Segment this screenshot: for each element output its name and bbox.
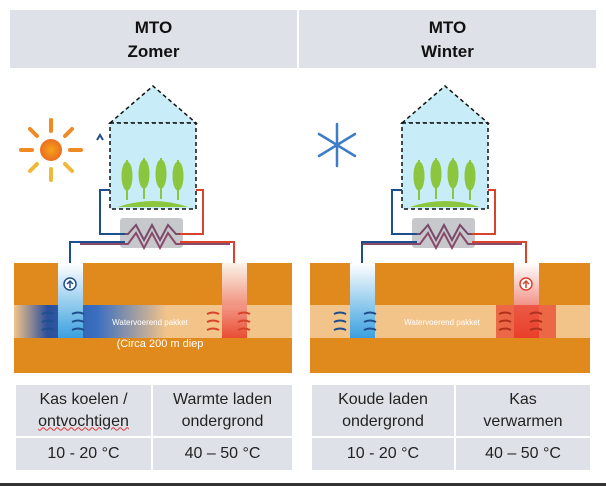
- header-winter: MTO Winter: [299, 10, 596, 68]
- cell-text: Warmte laden: [173, 390, 272, 408]
- winter-diagram: Watervoerend pakket: [310, 85, 590, 373]
- summer-title: MTO: [134, 18, 173, 37]
- summer-col2-desc: Warmte laden ondergrond: [153, 385, 292, 436]
- winter-col2-desc: Kas verwarmen: [456, 385, 590, 436]
- sun-icon: [19, 118, 83, 182]
- summer-col1-temp: 10 - 20 °C: [16, 438, 151, 470]
- winter-col1-desc: Koude laden ondergrond: [312, 385, 454, 436]
- summer-diagram: Watervoerend pakket (Circa 200 m diep: [14, 85, 292, 373]
- summer-col2-temp: 40 – 50 °C: [153, 438, 292, 470]
- cell-text: verwarmen: [483, 412, 563, 430]
- cell-text: ontvochtigen: [38, 412, 129, 430]
- warm-well: [222, 263, 247, 338]
- greenhouse: [107, 85, 199, 210]
- snowflake-icon: [317, 122, 357, 168]
- header-summer: MTO Zomer: [10, 10, 297, 68]
- cell-text: Kas koelen /: [39, 390, 128, 408]
- cell-text: ondergrond: [342, 412, 424, 430]
- flow-waves-warm: [206, 311, 251, 331]
- winter-col2-temp: 40 – 50 °C: [456, 438, 590, 470]
- summer-season: Zomer: [127, 42, 180, 61]
- greenhouse: [401, 122, 489, 210]
- wheat-icon: [413, 158, 476, 200]
- cell-text: Koude laden: [338, 390, 428, 408]
- depth-label: (Circa 200 m diep: [117, 338, 204, 350]
- aquifer-label: Watervoerend pakket: [404, 318, 481, 327]
- bottom-border: [0, 483, 606, 486]
- cell-text: Kas: [509, 390, 537, 408]
- summer-col1-desc: Kas koelen / ontvochtigen: [16, 385, 151, 436]
- winter-col1-temp: 10 - 20 °C: [312, 438, 454, 470]
- heat-exchanger: [80, 218, 230, 251]
- cold-well: [350, 263, 375, 338]
- winter-season: Winter: [421, 42, 474, 61]
- flow-waves-cold: [333, 311, 377, 331]
- cold-well: [58, 263, 83, 338]
- wheat-icon: [121, 158, 184, 200]
- flow-waves-warm: [498, 311, 543, 331]
- flow-waves-cold: [41, 311, 85, 331]
- cell-text: ondergrond: [181, 412, 264, 430]
- winter-title: MTO: [428, 18, 467, 37]
- aquifer-label: Watervoerend pakket: [112, 318, 189, 327]
